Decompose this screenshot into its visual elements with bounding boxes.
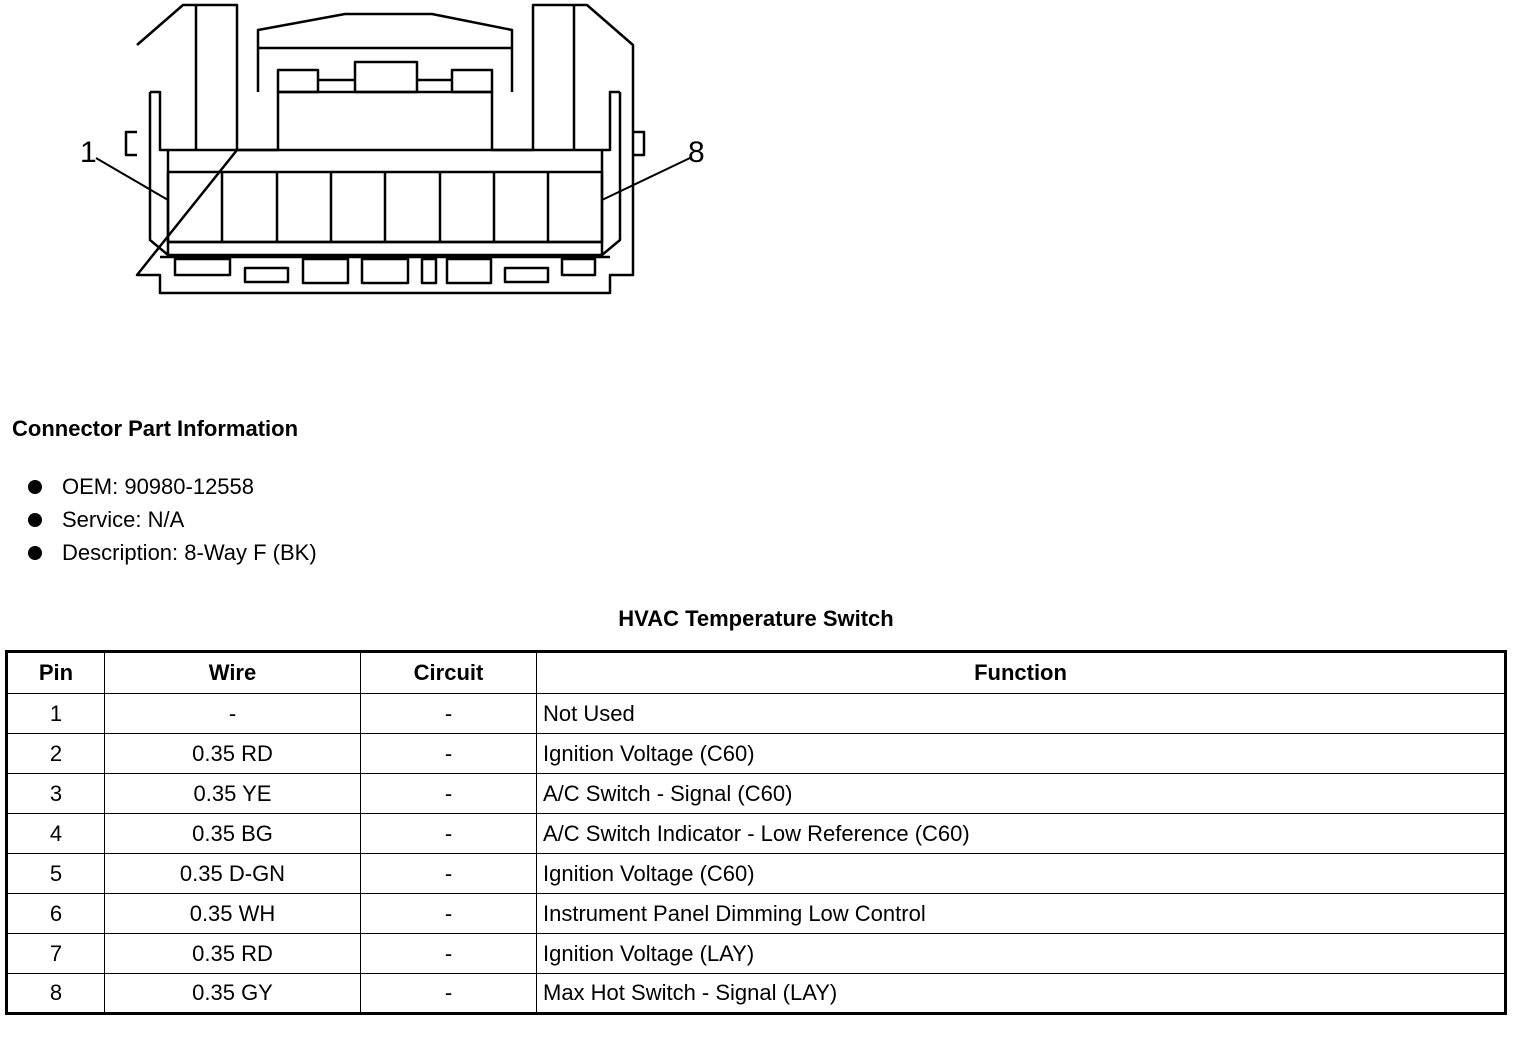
circuit-cell: -: [360, 973, 537, 1014]
table-row: 7 0.35 RD - Ignition Voltage (LAY): [6, 933, 1506, 974]
circuit-cell: -: [360, 933, 537, 974]
bullet-icon: [28, 545, 42, 560]
pin-table: Pin Wire Circuit Function 1 - - Not Used…: [5, 650, 1507, 1015]
wire-cell: 0.35 GY: [104, 973, 361, 1014]
circuit-cell: -: [360, 853, 537, 894]
function-cell: Ignition Voltage (LAY): [536, 933, 1506, 974]
function-cell: Ignition Voltage (C60): [536, 853, 1506, 894]
wire-cell: 0.35 RD: [104, 733, 361, 774]
table-header-row: Pin Wire Circuit Function: [6, 651, 1506, 694]
table-row: 6 0.35 WH - Instrument Panel Dimming Low…: [6, 893, 1506, 934]
circuit-cell: -: [360, 733, 537, 774]
pin-cell: 6: [6, 893, 105, 934]
pin-cell: 2: [6, 733, 105, 774]
bullet-icon: [28, 479, 42, 494]
table-row: 5 0.35 D-GN - Ignition Voltage (C60): [6, 853, 1506, 894]
table-row: 4 0.35 BG - A/C Switch Indicator - Low R…: [6, 813, 1506, 854]
table-title: HVAC Temperature Switch: [618, 606, 894, 631]
pin-8-label: 8: [688, 136, 705, 169]
function-cell: Not Used: [536, 693, 1506, 734]
pin-cell: 8: [6, 973, 105, 1014]
table-row: 1 - - Not Used: [6, 693, 1506, 734]
list-item: OEM: 90980-12558: [28, 470, 317, 503]
description-info: Description: 8-Way F (BK): [62, 539, 317, 565]
service-info: Service: N/A: [62, 506, 185, 532]
wire-cell: -: [104, 693, 361, 734]
table-row: 3 0.35 YE - A/C Switch - Signal (C60): [6, 773, 1506, 814]
circuit-cell: -: [360, 813, 537, 854]
table-row: 8 0.35 GY - Max Hot Switch - Signal (LAY…: [6, 973, 1506, 1014]
pin-cell: 5: [6, 853, 105, 894]
function-cell: Ignition Voltage (C60): [536, 733, 1506, 774]
bullet-icon: [28, 512, 42, 527]
section-heading: Connector Part Information: [12, 416, 299, 441]
wire-cell: 0.35 BG: [104, 813, 361, 854]
pin-cell: 3: [6, 773, 105, 814]
pin-cell: 1: [6, 693, 105, 734]
table-row: 2 0.35 RD - Ignition Voltage (C60): [6, 733, 1506, 774]
pin-1-label: 1: [80, 136, 97, 169]
circuit-cell: -: [360, 773, 537, 814]
list-item: Service: N/A: [28, 503, 317, 536]
wire-cell: 0.35 WH: [104, 893, 361, 934]
header-circuit: Circuit: [360, 651, 537, 694]
function-cell: Instrument Panel Dimming Low Control: [536, 893, 1506, 934]
connector-face-diagram: 1 8: [80, 3, 705, 295]
circuit-cell: -: [360, 893, 537, 934]
function-cell: Max Hot Switch - Signal (LAY): [536, 973, 1506, 1014]
pin-cell: 4: [6, 813, 105, 854]
wire-cell: 0.35 YE: [104, 773, 361, 814]
list-item: Description: 8-Way F (BK): [28, 536, 317, 569]
circuit-cell: -: [360, 693, 537, 734]
wire-cell: 0.35 D-GN: [104, 853, 361, 894]
wire-cell: 0.35 RD: [104, 933, 361, 974]
function-cell: A/C Switch Indicator - Low Reference (C6…: [536, 813, 1506, 854]
oem-info: OEM: 90980-12558: [62, 473, 255, 499]
header-wire: Wire: [104, 651, 361, 694]
pin-cell: 7: [6, 933, 105, 974]
header-function: Function: [536, 651, 1506, 694]
header-pin: Pin: [6, 651, 105, 694]
part-info-list: OEM: 90980-12558 Service: N/A Descriptio…: [28, 470, 317, 569]
function-cell: A/C Switch - Signal (C60): [536, 773, 1506, 814]
